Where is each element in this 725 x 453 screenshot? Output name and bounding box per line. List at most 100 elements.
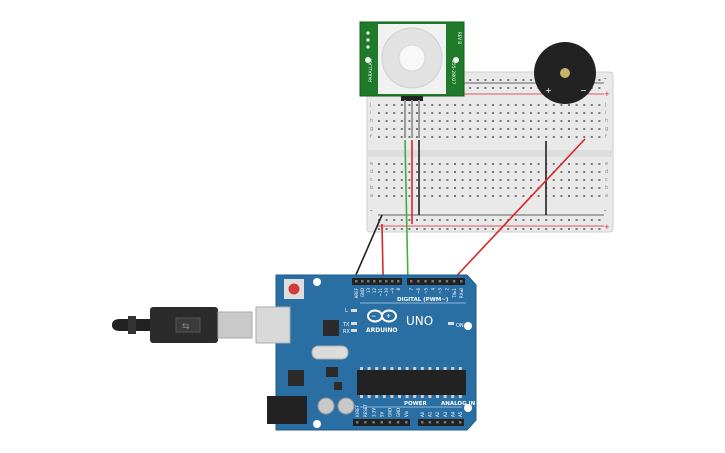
pin-label: RX◂0: [459, 288, 464, 299]
breadboard-hole: [423, 104, 426, 106]
capacitor: [317, 397, 335, 415]
breadboard-hole: [560, 179, 563, 181]
crystal-oscillator: [311, 345, 349, 360]
breadboard-hole: [400, 228, 403, 230]
top-rail-plus-label: +: [604, 90, 610, 98]
breadboard-hole: [484, 128, 487, 130]
pir-sensor[interactable]: PARALLAX 555-28027 REV B: [359, 21, 465, 138]
breadboard-hole: [469, 79, 472, 81]
breadboard-hole: [378, 195, 380, 197]
chip-pin: [458, 395, 462, 398]
breadboard-hole: [484, 136, 487, 138]
breadboard-hole: [507, 128, 510, 130]
breadboard-hole: [492, 228, 494, 230]
breadboard-hole: [431, 219, 434, 221]
breadboard-hole: [393, 128, 396, 130]
breadboard-hole: [393, 179, 396, 181]
breadboard-hole: [438, 195, 441, 197]
breadboard-hole: [583, 228, 586, 230]
breadboard-hole: [575, 187, 578, 189]
breadboard-hole: [537, 195, 540, 197]
arduino-reset-button[interactable]: [288, 283, 300, 295]
chip-pin: [443, 395, 447, 398]
breadboard-hole: [385, 187, 388, 189]
breadboard-row-label: b: [605, 185, 608, 191]
header-pin-hole: [451, 421, 454, 424]
breadboard-hole: [423, 128, 426, 130]
breadboard-hole: [416, 120, 418, 122]
wire-red-buzzer-to-pin[interactable]: [448, 138, 586, 285]
breadboard-hole: [530, 179, 532, 181]
breadboard-hole: [598, 104, 601, 106]
breadboard-hole: [560, 112, 563, 114]
breadboard-hole: [461, 120, 464, 122]
breadboard-row-label: j: [604, 102, 606, 108]
breadboard-hole: [590, 195, 593, 197]
wire-green-pir-out-to-d7[interactable]: [404, 139, 409, 285]
breadboard-hole: [454, 219, 456, 221]
breadboard-hole: [537, 136, 540, 138]
breadboard-hole: [522, 104, 525, 106]
breadboard-hole: [454, 163, 456, 165]
breadboard-hole: [446, 163, 449, 165]
chip-pin: [360, 395, 363, 398]
breadboard-hole: [598, 171, 601, 173]
pin-label: ~3: [438, 288, 443, 294]
breadboard-hole: [522, 179, 525, 181]
usb-cable[interactable]: ⇆: [112, 307, 253, 343]
breadboard-hole: [454, 228, 456, 230]
breadboard-hole: [522, 187, 525, 189]
breadboard-hole: [416, 112, 418, 114]
breadboard-hole: [385, 120, 388, 122]
breadboard-hole: [537, 120, 540, 122]
breadboard-hole: [598, 79, 601, 81]
digital-header-right: [407, 278, 465, 285]
breadboard-hole: [454, 112, 456, 114]
breadboard-hole: [499, 195, 502, 197]
breadboard-hole: [400, 179, 403, 181]
breadboard-hole: [393, 187, 396, 189]
header-pin-hole: [380, 421, 383, 424]
breadboard-hole: [431, 171, 434, 173]
header-pin-hole: [372, 421, 375, 424]
breadboard-hole: [530, 104, 532, 106]
breadboard-hole: [400, 163, 403, 165]
analog-header: [418, 419, 464, 426]
breadboard-hole: [400, 104, 403, 106]
breadboard-hole: [378, 120, 380, 122]
usb-strain-relief: [128, 316, 136, 334]
breadboard-hole: [590, 112, 593, 114]
breadboard-hole: [469, 179, 472, 181]
breadboard-hole: [454, 104, 456, 106]
breadboard-hole: [568, 163, 570, 165]
header-pin-hole: [397, 280, 400, 283]
piezo-buzzer[interactable]: + −: [534, 42, 596, 104]
wire-black-gnd-to-arduino[interactable]: [351, 214, 383, 285]
breadboard-hole: [385, 112, 388, 114]
breadboard-hole: [469, 171, 472, 173]
breadboard-hole: [507, 228, 510, 230]
tx-label: TX: [342, 322, 350, 328]
breadboard-hole: [446, 195, 449, 197]
breadboard-hole: [514, 120, 517, 122]
breadboard-hole: [583, 171, 586, 173]
breadboard-hole: [423, 179, 426, 181]
breadboard-hole: [408, 187, 411, 189]
breadboard-hole: [552, 104, 555, 106]
breadboard-hole: [514, 228, 517, 230]
rx-led: [351, 329, 357, 332]
chip-pin: [390, 395, 394, 398]
breadboard-hole: [560, 219, 563, 221]
breadboard-hole: [446, 179, 449, 181]
breadboard-hole: [514, 163, 517, 165]
breadboard-hole: [476, 112, 479, 114]
chip-pin: [367, 367, 371, 370]
breadboard-hole: [469, 228, 472, 230]
breadboard-hole: [598, 187, 601, 189]
breadboard-hole: [416, 179, 418, 181]
top-rail-minus-label: -: [604, 75, 607, 83]
arduino-power-jack: [267, 396, 307, 424]
breadboard-hole: [583, 179, 586, 181]
breadboard-hole: [438, 136, 441, 138]
